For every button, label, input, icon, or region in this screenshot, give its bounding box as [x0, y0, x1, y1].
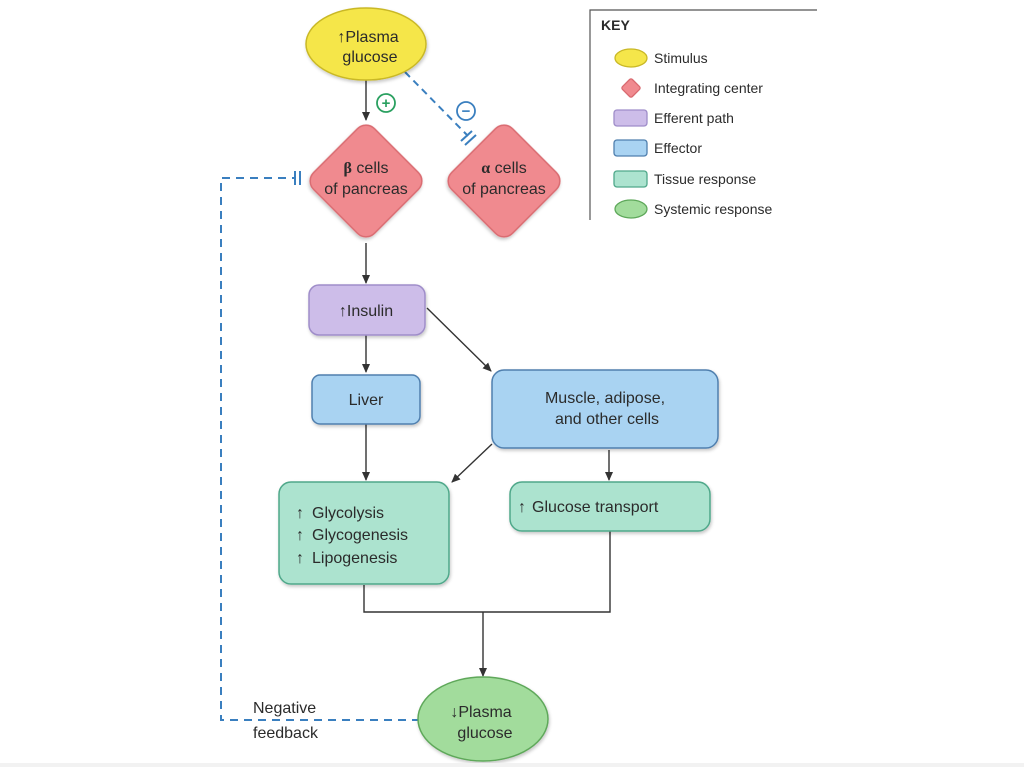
- svg-text:Liver: Liver: [349, 392, 384, 409]
- up-arrow-icon: ↑: [339, 303, 347, 320]
- svg-text:feedback: feedback: [253, 725, 319, 742]
- svg-text:↑Glycolysis: ↑Glycolysis: [296, 505, 384, 522]
- legend-title: KEY: [601, 17, 630, 33]
- svg-text:α cells: α cells: [481, 160, 526, 177]
- up-arrow-icon: ↑: [296, 527, 304, 544]
- edge-insulin-to-muscle: [426, 307, 492, 372]
- inhibit-bar-alpha: [460, 130, 477, 146]
- svg-text:↓Plasma: ↓Plasma: [450, 704, 511, 721]
- plus-sign-icon: +: [376, 93, 396, 113]
- down-arrow-icon: ↓: [450, 704, 458, 721]
- legend-item-integrating-center: Integrating center: [621, 78, 763, 98]
- systemic-response-swatch-icon: [614, 199, 648, 219]
- up-arrow-icon: ↑: [518, 499, 526, 516]
- legend-item-systemic-response: Systemic response: [614, 199, 772, 219]
- svg-text:and other cells: and other cells: [555, 411, 659, 428]
- minus-sign-icon: −: [456, 101, 476, 121]
- response-item-glycolysis: ↑Glycolysis: [296, 505, 384, 522]
- svg-text:Integrating center: Integrating center: [654, 80, 763, 96]
- svg-text:glucose: glucose: [457, 725, 512, 742]
- svg-text:↑Glycogenesis: ↑Glycogenesis: [296, 527, 408, 544]
- tissue-response-swatch-icon: [613, 170, 648, 188]
- svg-text:Efferent path: Efferent path: [654, 110, 734, 126]
- svg-text:↑Glucose transport: ↑Glucose transport: [518, 499, 659, 516]
- svg-text:Systemic response: Systemic response: [654, 201, 772, 217]
- up-arrow-icon: ↑: [296, 550, 304, 567]
- svg-text:Muscle, adipose,: Muscle, adipose,: [545, 390, 665, 407]
- svg-text:Effector: Effector: [654, 140, 702, 156]
- svg-text:Tissue response: Tissue response: [654, 171, 756, 187]
- svg-text:β cells: β cells: [344, 160, 389, 177]
- edge-muscle-to-liver-response: [451, 443, 493, 483]
- efferent-path-swatch-icon: [613, 109, 648, 127]
- svg-text:↑Lipogenesis: ↑Lipogenesis: [296, 550, 397, 567]
- edge-stimulus-to-alpha: [404, 71, 469, 137]
- edge-responses-merge: [363, 531, 611, 613]
- legend-item-tissue-response: Tissue response: [613, 170, 756, 188]
- legend-item-effector: Effector: [613, 139, 702, 157]
- edges: [220, 71, 613, 721]
- up-arrow-icon: ↑: [337, 29, 345, 46]
- svg-text:−: −: [462, 103, 471, 120]
- legend-border: [589, 9, 817, 220]
- node-muscle-adipose-cells: Muscle, adipose, and other cells: [491, 369, 719, 449]
- svg-text:Stimulus: Stimulus: [654, 50, 708, 66]
- inhibit-bar-beta: [294, 171, 301, 185]
- up-arrow-icon: ↑: [296, 505, 304, 522]
- svg-text:↑Plasma: ↑Plasma: [337, 29, 398, 46]
- svg-text:↑Insulin: ↑Insulin: [339, 303, 393, 320]
- node-systemic-plasma-glucose: ↓Plasma glucose: [417, 676, 549, 762]
- edge-negative-feedback: [220, 177, 420, 721]
- response-item-lipogenesis: ↑Lipogenesis: [296, 550, 397, 567]
- node-beta-cells: β cells of pancreas: [309, 124, 423, 238]
- svg-text:+: +: [382, 95, 391, 112]
- node-liver-tissue-response: ↑Glycolysis ↑Glycogenesis ↑Lipogenesis: [278, 481, 450, 585]
- integrating-center-swatch-icon: [621, 78, 641, 98]
- legend-item-stimulus: Stimulus: [614, 48, 708, 68]
- svg-text:glucose: glucose: [342, 49, 397, 66]
- node-glucose-transport: ↑Glucose transport: [509, 481, 711, 532]
- legend-item-efferent-path: Efferent path: [613, 109, 734, 127]
- node-alpha-cells: α cells of pancreas: [447, 124, 561, 238]
- svg-text:of pancreas: of pancreas: [462, 181, 546, 198]
- node-liver: Liver: [311, 374, 421, 425]
- effector-swatch-icon: [613, 139, 648, 157]
- negative-feedback-label: Negative feedback: [253, 700, 319, 742]
- node-insulin: ↑Insulin: [308, 284, 426, 336]
- response-item-glycogenesis: ↑Glycogenesis: [296, 527, 408, 544]
- svg-text:Negative: Negative: [253, 700, 316, 717]
- node-stimulus-plasma-glucose: ↑Plasma glucose: [305, 7, 427, 81]
- legend: KEY Stimulus Integrating center Efferent…: [589, 9, 817, 220]
- stimulus-swatch-icon: [614, 48, 648, 68]
- bottom-band: [0, 763, 1024, 767]
- svg-text:of pancreas: of pancreas: [324, 181, 408, 198]
